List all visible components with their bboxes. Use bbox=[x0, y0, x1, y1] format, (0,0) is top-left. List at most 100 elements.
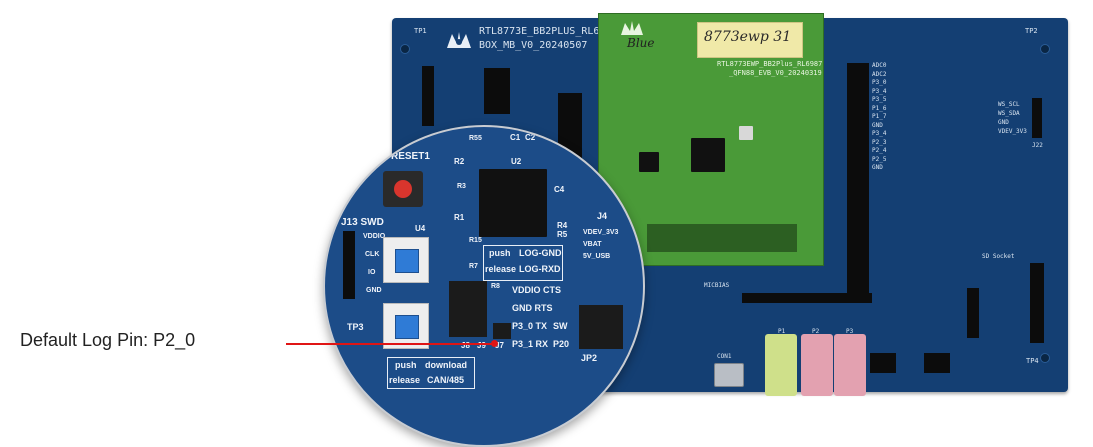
adc-label: P3_4 bbox=[872, 130, 887, 137]
r2-label: R2 bbox=[454, 157, 465, 166]
reset-label: RESET1 bbox=[391, 151, 430, 162]
ic-chip bbox=[639, 152, 659, 172]
realtek-logo-icon bbox=[447, 32, 471, 48]
mounting-hole bbox=[1040, 44, 1050, 54]
p2-label: P2 bbox=[812, 328, 820, 335]
u4-label: U4 bbox=[415, 224, 426, 233]
pin-row bbox=[647, 224, 797, 252]
download-table bbox=[387, 357, 475, 389]
audio-jack-pink bbox=[834, 334, 866, 396]
annotation-label: Default Log Pin: P2_0 bbox=[20, 330, 196, 350]
ic-chip bbox=[739, 126, 753, 140]
ws-label: GND bbox=[998, 119, 1009, 126]
pin-header-long bbox=[847, 63, 869, 303]
pin-header-horizontal bbox=[742, 293, 872, 303]
jp2-label: JP2 bbox=[581, 353, 598, 363]
swd-pin-label: CLK bbox=[365, 251, 380, 258]
handwritten-note: 8773ewp 31 bbox=[704, 29, 792, 45]
module-pcb: 8773ewp 31 Blue RTL8773EWP_BB2Plus_RL698… bbox=[598, 13, 824, 266]
ws-label: WS_SDA bbox=[998, 110, 1020, 117]
adc-label: P1_6 bbox=[872, 104, 887, 112]
p3-1-rx-label: P3_1 RX bbox=[512, 339, 549, 349]
vddio-cts-label: VDDIO CTS bbox=[512, 285, 562, 295]
pin-header bbox=[924, 353, 950, 373]
switch-button bbox=[395, 315, 419, 339]
push-label: push bbox=[489, 248, 511, 258]
adc-label-column: ADC0 ADC2 P3_0 P3_4 P3_5 P1_6 P1_7 GND P… bbox=[872, 62, 886, 173]
u2-label: U2 bbox=[511, 157, 522, 166]
ws-label: VDEV_3V3 bbox=[998, 128, 1027, 135]
adc-label: ADC2 bbox=[872, 70, 887, 78]
module-subtitle: _QFN88_EVB_V0_20240319 bbox=[729, 69, 822, 77]
soc-chip bbox=[691, 138, 725, 172]
j22-label: J22 bbox=[1032, 142, 1043, 149]
pin-header bbox=[1030, 263, 1044, 343]
j4-col-label: VDEV_3V3 bbox=[583, 229, 619, 236]
c2-label: C2 bbox=[525, 133, 536, 142]
download-label: download bbox=[425, 360, 467, 370]
handwritten-note: Blue bbox=[627, 36, 655, 50]
sd-socket-label: SD Socket bbox=[982, 253, 1015, 260]
micbias-label: MICBIAS bbox=[704, 282, 730, 289]
pin-header bbox=[870, 353, 896, 373]
push-label-2: push bbox=[395, 360, 417, 370]
con1-label: CON1 bbox=[717, 353, 732, 360]
r4-label: R4 bbox=[557, 221, 568, 230]
ws-label: WS_SCL bbox=[998, 101, 1020, 108]
j13-label: J13 SWD bbox=[341, 217, 384, 228]
sw-label: SW bbox=[553, 321, 568, 331]
module-title: RTL8773EWP_BB2Plus_RL6987 bbox=[717, 60, 823, 68]
board-subtitle: BOX_MB_V0_20240507 bbox=[479, 40, 588, 51]
ws-label-column: WS_SCL WS_SDA GND VDEV_3V3 bbox=[998, 100, 1027, 136]
r55-label: R55 bbox=[469, 135, 482, 142]
p3-0-tx-label: P3_0 TX bbox=[512, 321, 548, 331]
mounting-hole bbox=[1040, 353, 1050, 363]
realtek-logo-icon bbox=[621, 21, 643, 35]
label-sticker: 8773ewp 31 bbox=[697, 22, 803, 58]
release-label-2: release bbox=[389, 375, 421, 385]
swd-pin-label: VDDIO bbox=[363, 233, 386, 240]
j8-label: J8 bbox=[461, 341, 470, 350]
p1-label: P1 bbox=[778, 328, 786, 335]
log-rxd-label: LOG-RXD bbox=[519, 264, 561, 274]
annotation-pin-marker bbox=[491, 340, 498, 347]
pin-header bbox=[484, 68, 510, 114]
ic-chip-u2 bbox=[479, 169, 547, 237]
audio-jack-green bbox=[765, 334, 797, 396]
swd-pin-label: IO bbox=[368, 269, 376, 276]
switch-button bbox=[395, 249, 419, 273]
tp4-label: TP4 bbox=[1026, 357, 1039, 365]
j9-label: J9 bbox=[477, 341, 486, 350]
c4-label: C4 bbox=[554, 185, 565, 194]
reset-button-cap bbox=[394, 180, 412, 198]
r5-label: R5 bbox=[557, 230, 568, 239]
adc-label: GND bbox=[872, 164, 883, 171]
p3-label: P3 bbox=[846, 328, 854, 335]
tp2-label: TP2 bbox=[1025, 27, 1038, 35]
tp1-label: TP1 bbox=[414, 27, 427, 35]
log-gnd-label: LOG-GND bbox=[519, 248, 562, 258]
pin-header bbox=[422, 66, 434, 126]
annotation-leader-line bbox=[286, 343, 494, 345]
usb-connector bbox=[714, 363, 744, 387]
r15-label: R15 bbox=[469, 237, 482, 244]
gnd-rts-label: GND RTS bbox=[512, 303, 553, 313]
swd-pin-label: GND bbox=[366, 287, 382, 294]
r8-label: R8 bbox=[491, 283, 500, 290]
board-title: RTL8773E_BB2PLUS_RL698 bbox=[479, 26, 612, 37]
pin-header bbox=[1032, 98, 1042, 138]
jumper-block bbox=[449, 281, 487, 337]
c1-label: C1 bbox=[510, 133, 521, 142]
r1-label: R1 bbox=[454, 213, 465, 222]
jumper-j7 bbox=[493, 323, 511, 339]
adc-label: P3_5 bbox=[872, 96, 887, 103]
swd-header bbox=[343, 231, 355, 299]
adc-label: GND bbox=[872, 121, 883, 129]
j4-col-label: 5V_USB bbox=[583, 253, 611, 260]
zoom-magnifier: RESET1 R2 R1 R3 U2 C1 C2 R55 C4 R4 R5 J4… bbox=[323, 125, 645, 447]
adc-label: P1_7 bbox=[872, 113, 887, 120]
pin-header bbox=[967, 288, 979, 338]
p20-label: P20 bbox=[553, 339, 570, 349]
adc-label: P2_5 bbox=[872, 155, 887, 163]
tp3-label: TP3 bbox=[347, 322, 364, 332]
